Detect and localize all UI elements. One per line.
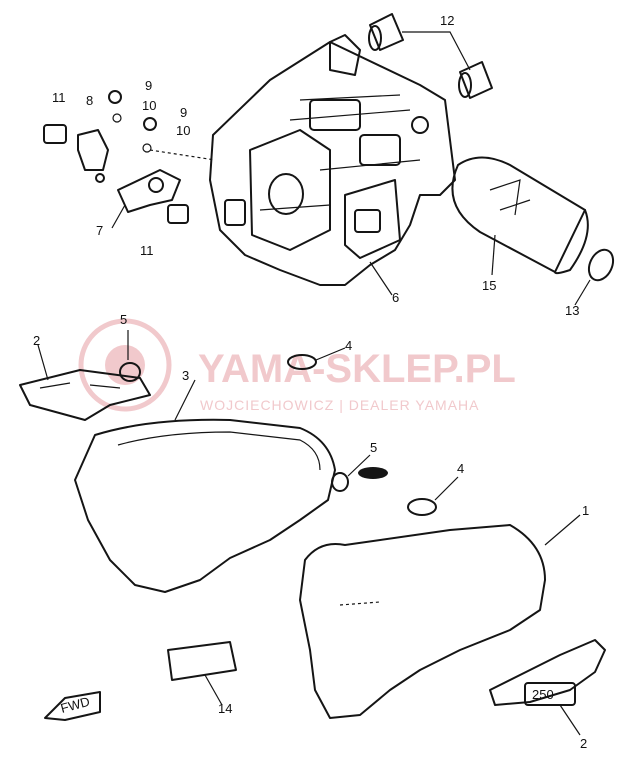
air-cleaner-case xyxy=(209,34,456,286)
label-14: 14 xyxy=(218,701,232,716)
label-9-bottom: 9 xyxy=(180,105,187,120)
label-11-top: 11 xyxy=(52,90,66,105)
label-5-left: 5 xyxy=(120,312,127,327)
part-number-labels: 1 2 2 3 4 4 5 5 6 7 8 9 9 10 10 11 11 12… xyxy=(33,13,589,751)
watermark-logo-ring xyxy=(78,318,172,412)
label-10-bottom: 10 xyxy=(176,123,190,138)
label-15: 15 xyxy=(482,278,496,293)
label-13: 13 xyxy=(565,303,579,318)
screw-5 xyxy=(119,330,388,492)
emblem-left xyxy=(19,344,151,421)
cap-12 xyxy=(368,13,493,99)
caution-label xyxy=(167,641,237,706)
screws-9-10 xyxy=(108,90,216,161)
forward-arrow-text: FWD xyxy=(59,694,91,716)
label-12: 12 xyxy=(440,13,454,28)
side-cover-right xyxy=(299,514,581,719)
nut-11 xyxy=(43,124,189,224)
holder-8 xyxy=(77,129,109,183)
watermark-subtitle: WOJCIECHOWICZ | DEALER YAMAHA xyxy=(200,397,479,413)
label-1: 1 xyxy=(582,503,589,518)
label-4-top: 4 xyxy=(345,338,352,353)
forward-arrow: FWD xyxy=(44,691,101,721)
grommet-4 xyxy=(287,347,459,516)
label-10-top: 10 xyxy=(142,98,156,113)
label-3: 3 xyxy=(182,368,189,383)
label-4-bottom: 4 xyxy=(457,461,464,476)
air-filter-element xyxy=(451,156,615,306)
label-6: 6 xyxy=(392,290,399,305)
label-9-top: 9 xyxy=(145,78,152,93)
label-2-right: 2 xyxy=(580,736,587,751)
label-2-left: 2 xyxy=(33,333,40,348)
label-7: 7 xyxy=(96,223,103,238)
label-11-bottom: 11 xyxy=(140,243,154,258)
label-5-right: 5 xyxy=(370,440,377,455)
bracket-7 xyxy=(111,169,181,229)
label-8: 8 xyxy=(86,93,93,108)
emblem-right: 250 xyxy=(489,639,606,736)
watermark: YAMA-SKLEP.PL WOJCIECHOWICZ | DEALER YAM… xyxy=(78,318,516,413)
leader-6 xyxy=(369,261,393,296)
side-cover-left xyxy=(74,379,336,593)
emblem-text: 250 xyxy=(532,687,554,702)
watermark-title: YAMA-SKLEP.PL xyxy=(198,347,516,391)
